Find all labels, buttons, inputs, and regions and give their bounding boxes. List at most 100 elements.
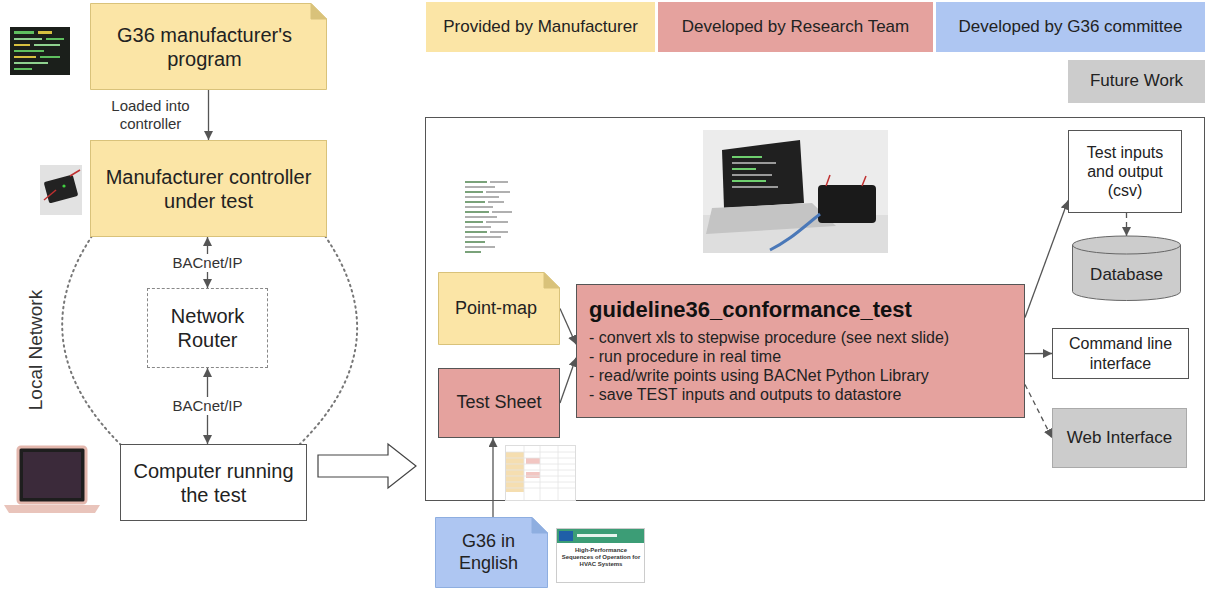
- point-map-document: Point-map: [438, 272, 560, 345]
- controller-photo: [70, 170, 80, 176]
- node-text: G36 in English: [443, 531, 534, 574]
- connector-label: BACnet/IP: [169, 254, 245, 272]
- test-setup-photo: [732, 162, 776, 164]
- panel-frame: [426, 118, 1205, 501]
- test-setup-photo: [818, 185, 876, 223]
- document-shape: [436, 518, 548, 588]
- test-setup-photo: [732, 186, 778, 188]
- spreadsheet-thumbnail: [526, 458, 540, 464]
- test-setup-photo: [722, 140, 804, 208]
- node-text: Web Interface: [1067, 428, 1173, 448]
- code-thumbnail: [492, 211, 512, 213]
- connector: [1025, 353, 1052, 354]
- software-screenshot: [14, 56, 36, 58]
- code-thumbnail: [465, 211, 489, 213]
- code-thumbnail: [490, 181, 508, 183]
- laptop-picture: [4, 505, 100, 513]
- laptop-picture: [23, 452, 81, 498]
- code-thumbnail: [465, 196, 499, 198]
- legend-text: Future Work: [1090, 71, 1183, 91]
- code-thumbnail: [486, 191, 510, 193]
- connector: [1126, 213, 1127, 236]
- hollow-arrow: [318, 444, 416, 488]
- code-thumbnail: [465, 241, 485, 243]
- guideline-cover: [557, 529, 645, 583]
- connector: [492, 438, 493, 517]
- connector: [1025, 385, 1052, 439]
- legend-swatch: Developed by G36 committee: [936, 2, 1205, 52]
- connector-label: Loaded into controller: [99, 97, 203, 133]
- spreadsheet-thumbnail: [526, 472, 540, 478]
- code-thumbnail: [465, 201, 485, 203]
- node-text: Command line interface: [1059, 334, 1182, 372]
- legend-text: Developed by G36 committee: [959, 17, 1183, 37]
- bullet-text: - convert xls to stepwise procedure (see…: [589, 328, 949, 347]
- legend-swatch: Provided by Manufacturer: [426, 2, 655, 52]
- spreadsheet-thumbnail: [506, 446, 576, 501]
- laptop-picture: [18, 447, 86, 503]
- local-network-boundary: [62, 236, 357, 446]
- guideline-cover: [559, 531, 573, 541]
- node-text: Computer running the test: [131, 459, 296, 507]
- code-thumbnail: [465, 186, 495, 188]
- controller-photo: [44, 190, 56, 200]
- guideline-cover: [577, 534, 617, 537]
- folded-corner: [544, 273, 560, 289]
- test-setup-photo: [703, 130, 888, 253]
- folded-corner: [311, 4, 327, 20]
- controller-photo: [40, 165, 82, 215]
- code-thumbnail: [465, 206, 493, 208]
- future-interface-box: Web Interface: [1052, 408, 1187, 468]
- code-thumbnail: [488, 201, 504, 203]
- bullet-text: - read/write points using BACNet Python …: [589, 366, 929, 385]
- program-name: guideline36_conformance_test: [589, 297, 912, 323]
- legend-swatch: Developed by Research Team: [658, 2, 933, 52]
- spreadsheet-thumbnail: [506, 446, 576, 501]
- connector: [560, 309, 576, 345]
- legend-swatch: Future Work: [1068, 60, 1205, 103]
- guideline-cover: [557, 529, 645, 583]
- test-program-box: guideline36_conformance_test - convert xl…: [576, 284, 1025, 418]
- test-setup-photo: [826, 175, 830, 186]
- guideline-cover: [557, 529, 644, 543]
- code-thumbnail: [486, 221, 508, 223]
- document-outline: [90, 3, 327, 90]
- connector: [208, 90, 209, 140]
- spreadsheet-thumbnail: [506, 446, 575, 500]
- cylinder-rim: [1073, 245, 1181, 254]
- code-thumbnail: [462, 178, 522, 256]
- software-screenshot: [40, 56, 60, 58]
- node-text: Network Router: [156, 304, 259, 352]
- software-screenshot: [34, 44, 60, 46]
- code-thumbnail: [465, 191, 483, 193]
- code-thumbnail: [465, 181, 487, 183]
- test-setup-photo: [732, 174, 772, 176]
- test-setup-photo: [732, 180, 766, 182]
- code-thumbnail: [465, 221, 483, 223]
- cover-title: High-Performance Sequences of Operation …: [559, 547, 643, 568]
- legend-text: Provided by Manufacturer: [443, 17, 638, 37]
- test-setup-photo: [732, 156, 762, 158]
- software-screenshot: [14, 44, 30, 46]
- router-box: Network Router: [147, 288, 268, 368]
- code-thumbnail: [465, 226, 491, 228]
- software-screenshot: [10, 27, 70, 75]
- controller-box: Manufacturer controller under test: [90, 140, 327, 237]
- code-thumbnail: [465, 251, 481, 253]
- laptop-picture: [4, 447, 100, 513]
- code-thumbnail: [490, 231, 508, 233]
- software-screenshot: [14, 31, 34, 34]
- software-screenshot: [14, 62, 48, 64]
- test-setup-photo: [770, 214, 820, 250]
- software-screenshot: [14, 68, 32, 70]
- controller-photo: [40, 165, 82, 215]
- software-screenshot: [38, 31, 52, 34]
- database-cylinder: Database: [1072, 236, 1181, 301]
- test-setup-photo: [862, 176, 866, 186]
- test-sheet-box: Test Sheet: [438, 368, 560, 438]
- local-network-boundary: [300, 236, 357, 444]
- guideline-document: G36 in English: [435, 517, 548, 588]
- node-text: Test Sheet: [456, 392, 541, 414]
- cylinder-body: [1073, 236, 1181, 301]
